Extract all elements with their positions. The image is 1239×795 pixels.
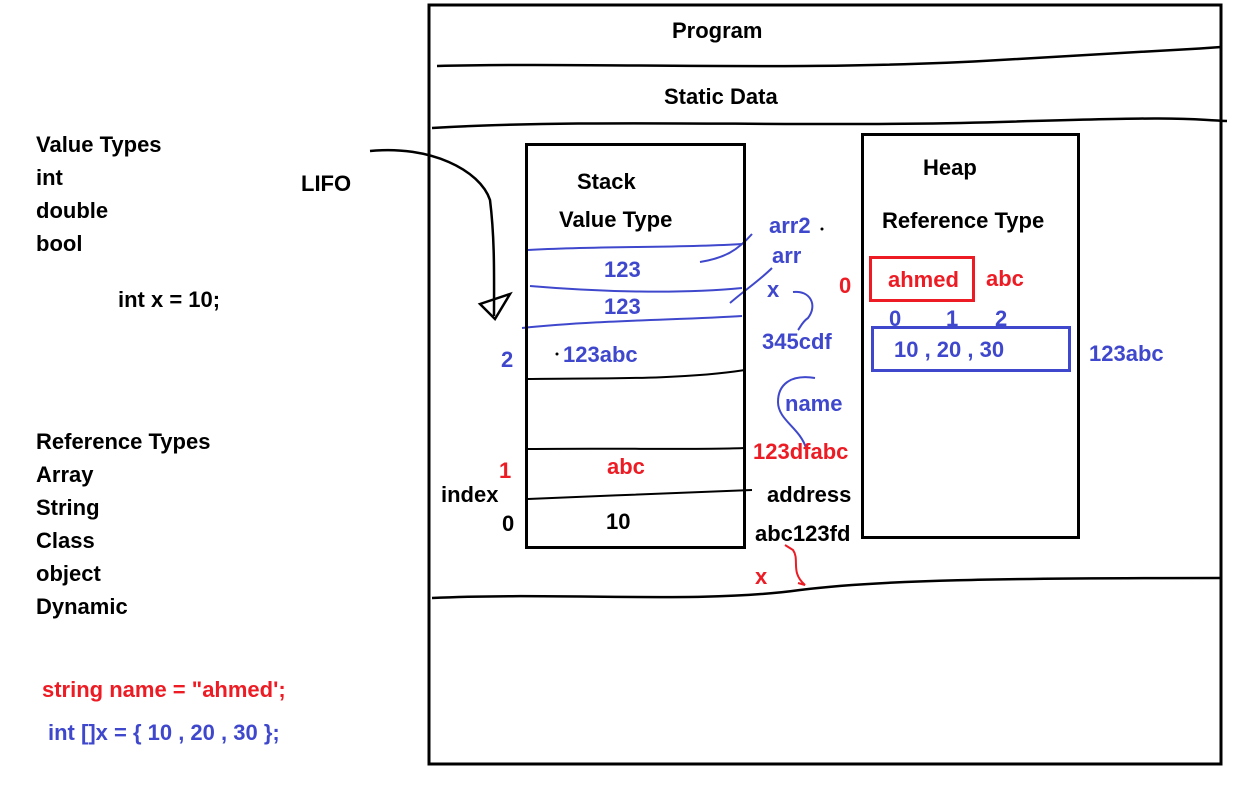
array-object-box xyxy=(871,326,1071,372)
heap-array-index-0: 0 xyxy=(889,306,902,331)
x-red-label: x xyxy=(755,564,768,589)
lifo-label: LIFO xyxy=(301,171,352,196)
program-separator xyxy=(436,45,1222,68)
stack-row-line xyxy=(527,489,753,500)
reference-type-item: Class xyxy=(36,528,95,553)
stack-row-line xyxy=(527,447,746,450)
address-345cdf: 345cdf xyxy=(762,329,832,354)
stack-subtitle: Value Type xyxy=(559,207,673,232)
heap-array-index-2: 2 xyxy=(995,306,1008,331)
value-type-item: int xyxy=(36,165,63,190)
value-type-item: double xyxy=(36,198,109,223)
pointer-arr2 xyxy=(699,233,753,263)
array-example: int []x = { 10 , 20 , 30 }; xyxy=(48,720,280,745)
reference-type-item: Array xyxy=(36,462,94,487)
stack-index-1: 1 xyxy=(499,458,512,483)
heap-box xyxy=(861,133,1080,539)
int-example: int x = 10; xyxy=(118,287,221,312)
stack-cell-int: 10 xyxy=(606,509,631,534)
reference-types-heading: Reference Types xyxy=(36,429,211,454)
value-types-list: Value Types int double bool xyxy=(36,128,162,260)
stack-title: Stack xyxy=(577,169,636,194)
x-label: x xyxy=(767,277,780,302)
heap-array-values: 10 , 20 , 30 xyxy=(894,337,1005,362)
static-data-separator xyxy=(431,117,1228,130)
lifo-arrowhead xyxy=(477,291,513,322)
arr-label: arr xyxy=(772,243,802,268)
value-types-heading: Value Types xyxy=(36,132,162,157)
pointer-name xyxy=(776,376,816,449)
heap-array-address: 123abc xyxy=(1089,341,1164,366)
stack-cell-arr: 123 xyxy=(604,294,641,319)
program-label: Program xyxy=(672,18,763,43)
string-object-box xyxy=(869,256,975,302)
pointer-arr xyxy=(729,267,773,304)
string-example: string name = "ahmed'; xyxy=(42,677,286,702)
stack-blue-line xyxy=(529,285,743,293)
name-label: name xyxy=(785,391,843,416)
address-abc123fd: abc123fd xyxy=(755,521,851,546)
value-type-item: bool xyxy=(36,231,83,256)
static-data-label: Static Data xyxy=(664,84,778,109)
stack-cell-name: abc xyxy=(607,454,645,479)
stack-index-0: 0 xyxy=(502,511,515,536)
memory-frame xyxy=(427,3,1223,766)
heap-subtitle: Reference Type xyxy=(882,208,1045,233)
pointer-x-red xyxy=(784,544,806,586)
address-123dfabc: 123dfabc xyxy=(753,439,849,464)
heap-string-address: abc xyxy=(986,266,1024,291)
pointer-x xyxy=(792,290,814,331)
reference-type-item: object xyxy=(36,561,101,586)
stack-cell-x: 123abc xyxy=(563,342,638,367)
arr2-label: arr2 xyxy=(769,213,811,238)
heap-string-value: ahmed xyxy=(888,267,959,292)
stack-blue-line xyxy=(521,315,743,329)
heap-title: Heap xyxy=(923,155,977,180)
heap-string-index: 0 xyxy=(839,273,852,298)
heap-array-index-1: 1 xyxy=(946,306,959,331)
stack-blue-line xyxy=(527,243,743,251)
lifo-arrow xyxy=(369,148,496,317)
stack-box xyxy=(525,143,746,549)
bottom-separator xyxy=(431,576,1222,600)
stack-index-2: 2 xyxy=(501,347,514,372)
stack-row-line xyxy=(527,369,746,380)
address-label: address xyxy=(767,482,852,507)
stack-cell-arr2: 123 xyxy=(604,257,641,282)
reference-type-item: String xyxy=(36,495,100,520)
reference-types-list: Reference Types Array String Class objec… xyxy=(36,425,210,623)
reference-type-item: Dynamic xyxy=(36,594,128,619)
index-label: index xyxy=(441,482,499,507)
